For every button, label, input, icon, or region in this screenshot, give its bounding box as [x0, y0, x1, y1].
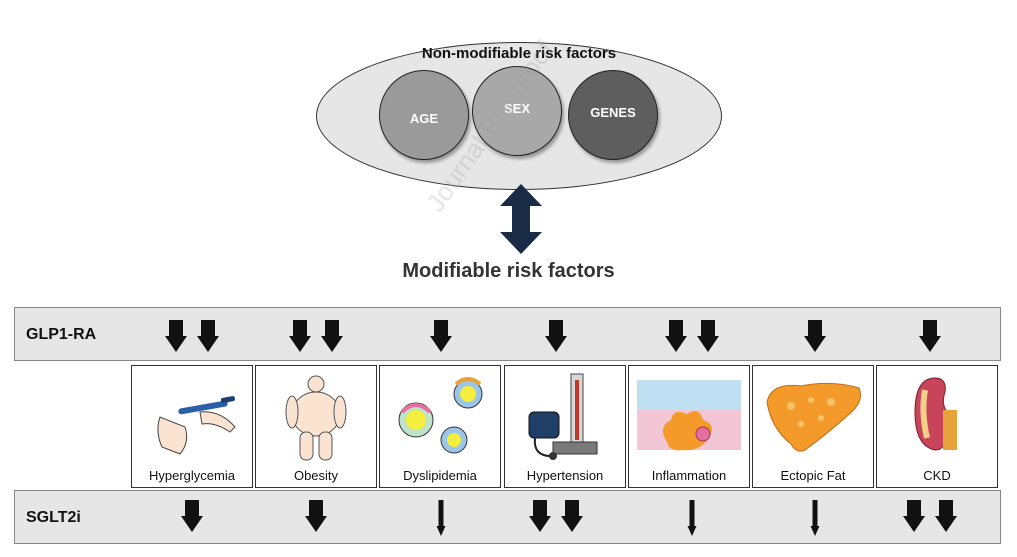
sex-circle: SEX: [472, 66, 562, 156]
down-arrow-icon: [289, 320, 311, 352]
modifiable-title: Modifiable risk factors: [402, 260, 615, 282]
factor-label: Dyslipidemia: [403, 468, 477, 483]
down-arrow-icon: [529, 500, 551, 532]
down-arrow-icon: [697, 320, 719, 352]
obese-person-icon: [285, 375, 347, 461]
factor-label: Hypertension: [526, 468, 604, 483]
factor-box-hypertension: Hypertension: [504, 365, 626, 488]
lipid-vessel-icon: [398, 377, 483, 454]
down-arrow-icon: [665, 320, 687, 352]
down-arrow-icon: [810, 500, 820, 536]
down-arrow-icon: [935, 500, 957, 532]
sphygmomanometer-icon: [528, 373, 598, 460]
glp1-label: GLP1-RA: [26, 326, 97, 343]
factor-box-dyslipidemia: Dyslipidemia: [379, 365, 501, 488]
down-arrow-icon: [436, 500, 446, 536]
down-arrow-icon: [321, 320, 343, 352]
factor-label: Ectopic Fat: [780, 468, 846, 483]
factor-box-hyperglycemia: Hyperglycemia: [131, 365, 253, 488]
factor-box-ectopic-fat: Ectopic Fat: [752, 365, 874, 488]
fatty-liver-icon: [766, 382, 861, 452]
factor-box-inflammation: Inflammation: [628, 365, 750, 488]
sglt2-band: [14, 490, 1001, 544]
factor-box-ckd: CKD: [876, 365, 998, 488]
down-arrow-icon: [181, 500, 203, 532]
inflamed-vessel-icon: [637, 380, 741, 451]
down-arrow-icon: [687, 500, 697, 536]
genes-circle: GENES: [568, 70, 658, 160]
sglt2-label: SGLT2i: [26, 509, 81, 526]
factor-label: Inflammation: [651, 468, 727, 483]
down-arrow-icon: [545, 320, 567, 352]
glp1-band: [14, 307, 1001, 361]
kidney-icon: [914, 377, 957, 451]
down-arrow-icon: [430, 320, 452, 352]
factor-box-obesity: Obesity: [255, 365, 377, 488]
down-arrow-icon: [305, 500, 327, 532]
double-arrow-icon: [500, 184, 542, 254]
down-arrow-icon: [197, 320, 219, 352]
non-modifiable-title: Non-modifiable risk factors: [421, 45, 617, 62]
age-circle: AGE: [379, 70, 469, 160]
down-arrow-icon: [919, 320, 941, 352]
pen-injection-icon: [157, 396, 236, 455]
down-arrow-icon: [804, 320, 826, 352]
down-arrow-icon: [561, 500, 583, 532]
factor-label: Obesity: [293, 468, 339, 483]
down-arrow-icon: [903, 500, 925, 532]
factor-label: CKD: [923, 468, 951, 483]
factor-label: Hyperglycemia: [149, 468, 235, 483]
down-arrow-icon: [165, 320, 187, 352]
